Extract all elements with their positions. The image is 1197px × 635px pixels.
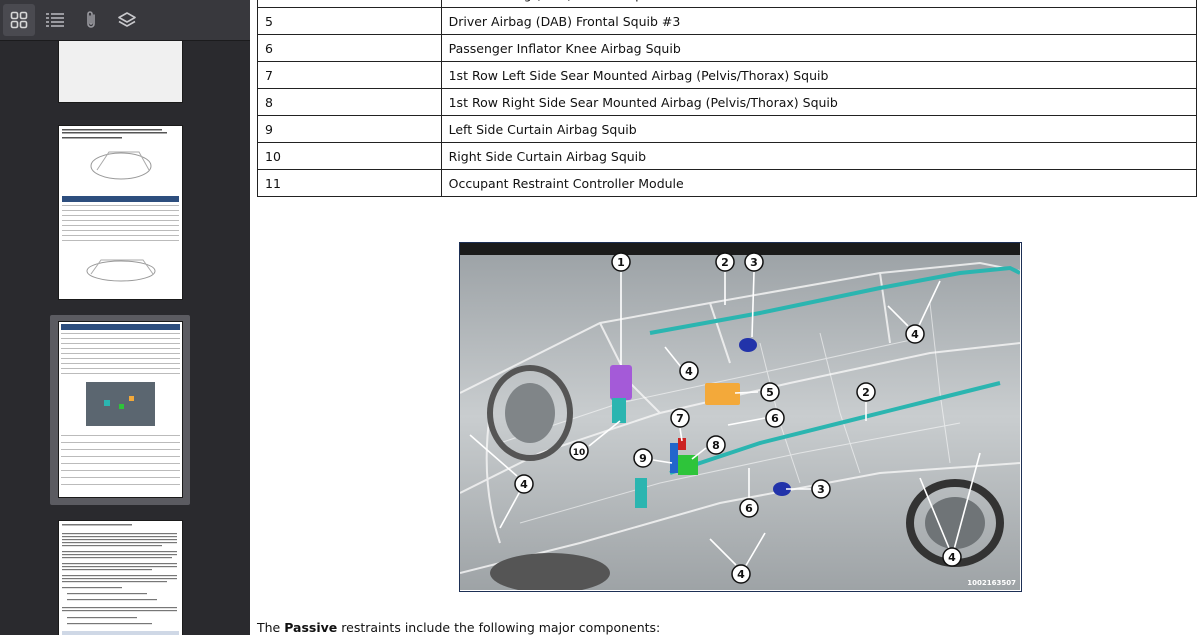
components-table: 4Driver Airbag (DAB) Frontal Squib #25Dr…: [257, 0, 1197, 197]
component-description: Occupant Restraint Controller Module: [440, 169, 1197, 197]
callout-leader-line: [709, 538, 737, 566]
callout-marker: 5: [760, 382, 780, 402]
callout-number: 3: [750, 256, 758, 269]
callout-marker: 4: [942, 547, 962, 567]
callout-number: 8: [712, 439, 720, 452]
page-thumbnail[interactable]: [59, 521, 182, 635]
document-viewer[interactable]: 4Driver Airbag (DAB) Frontal Squib #25Dr…: [250, 0, 1197, 635]
component-number: 7: [257, 61, 442, 89]
callout-marker: 4: [731, 564, 751, 584]
component-description: Right Side Curtain Airbag Squib: [440, 142, 1197, 170]
callout-number: 3: [817, 483, 825, 496]
callout-number: 7: [676, 412, 684, 425]
callout-marker: 10: [569, 441, 589, 461]
sidebar-toolbar: [0, 0, 250, 41]
callout-number: 2: [721, 256, 729, 269]
page-thumbnail-selected[interactable]: [59, 322, 182, 497]
page-thumbnail[interactable]: [59, 126, 182, 299]
component-description: 1st Row Left Side Sear Mounted Airbag (P…: [440, 61, 1197, 89]
callout-number: 4: [737, 568, 745, 581]
callout-marker: 2: [856, 382, 876, 402]
callout-marker: 2: [715, 252, 735, 272]
callout-marker: 6: [739, 498, 759, 518]
callout-leader-line: [679, 427, 683, 442]
callout-leader-line: [951, 452, 981, 558]
airbag-component-figure: 1 2 3 4 5 6 7 8 9 10 2 3 4 4 6 4 4 1002163507: [459, 242, 1022, 592]
callout-marker: 4: [679, 361, 699, 381]
callout-leader-line: [734, 391, 759, 394]
callout-leader-line: [914, 280, 941, 335]
callout-number: 5: [766, 386, 774, 399]
component-number: 5: [257, 7, 442, 35]
component-number: 10: [257, 142, 442, 170]
callout-leader-line: [469, 434, 518, 477]
callout-marker: 6: [765, 408, 785, 428]
callout-number: 1: [617, 256, 625, 269]
thumbnail-sidebar: [0, 0, 250, 635]
thumbnails-view-button[interactable]: [3, 4, 35, 36]
component-number: 4: [257, 0, 442, 8]
table-row: 4Driver Airbag (DAB) Frontal Squib #2: [257, 0, 1197, 8]
component-description: Passenger Inflator Knee Airbag Squib: [440, 34, 1197, 62]
callout-leader-line: [727, 417, 766, 426]
component-number: 11: [257, 169, 442, 197]
component-description: Driver Airbag (DAB) Frontal Squib #3: [440, 7, 1197, 35]
callout-marker: 4: [514, 474, 534, 494]
callout-number: 9: [639, 452, 647, 465]
callout-leader-line: [887, 305, 909, 327]
callout-marker: 3: [811, 479, 831, 499]
component-description: 1st Row Right Side Sear Mounted Airbag (…: [440, 88, 1197, 116]
callout-marker: 1: [611, 252, 631, 272]
vehicle-diagram: 1 2 3 4 5 6 7 8 9 10 2 3 4 4 6 4 4 1002163507: [460, 243, 1020, 590]
callout-leader-line: [691, 447, 707, 460]
callout-leader-line: [751, 271, 755, 338]
callout-leader-line: [919, 477, 950, 549]
component-number: 8: [257, 88, 442, 116]
paperclip-icon: [87, 11, 95, 28]
callout-marker: 3: [744, 252, 764, 272]
callout-number: 4: [911, 328, 919, 341]
callout-leader-line: [664, 346, 682, 368]
callout-marker: 4: [905, 324, 925, 344]
callout-number: 4: [685, 365, 693, 378]
grid-icon: [10, 11, 28, 29]
layers-icon: [118, 12, 136, 27]
restraint-controller-module: [678, 455, 698, 475]
callout-number: 4: [948, 551, 956, 564]
component-number: 9: [257, 115, 442, 143]
driver-airbag-module: [610, 365, 632, 400]
page-thumbnail[interactable]: [59, 41, 182, 102]
list-icon: [46, 13, 64, 27]
layers-view-button[interactable]: [111, 4, 143, 36]
callout-leader-line: [588, 420, 621, 447]
callout-marker: 9: [633, 448, 653, 468]
attachments-view-button[interactable]: [75, 4, 107, 36]
callout-number: 10: [573, 448, 586, 458]
callout-number: 2: [862, 386, 870, 399]
component-number: 6: [257, 34, 442, 62]
callout-number: 4: [520, 478, 528, 491]
callout-number: 6: [771, 412, 779, 425]
thumbnail-list[interactable]: [0, 41, 250, 635]
passenger-airbag-module: [705, 383, 740, 405]
callout-number: 6: [745, 502, 753, 515]
callout-marker: 8: [706, 435, 726, 455]
passive-restraints-intro: The Passive restraints include the follo…: [257, 620, 661, 635]
component-description: Driver Airbag (DAB) Frontal Squib #2: [440, 0, 1197, 8]
callout-marker: 7: [670, 408, 690, 428]
component-description: Left Side Curtain Airbag Squib: [440, 115, 1197, 143]
outline-view-button[interactable]: [39, 4, 71, 36]
figure-code: 1002163507: [967, 579, 1016, 587]
callout-leader-line: [652, 459, 673, 464]
